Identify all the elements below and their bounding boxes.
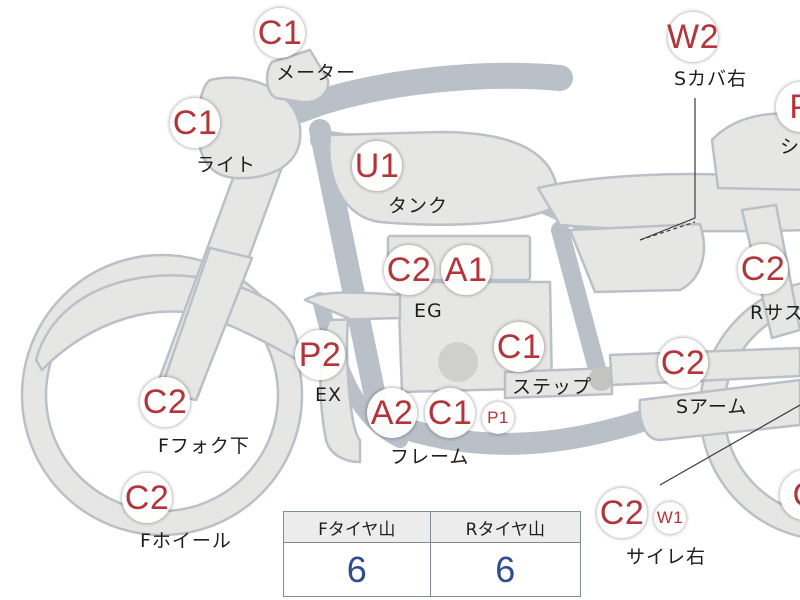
tread-header-row: Fタイヤ山 Rタイヤ山 — [283, 511, 582, 543]
part-label: Sカバ右 — [674, 68, 748, 90]
code-badge: A1 — [441, 245, 491, 295]
code-badge-small: W1 — [654, 502, 686, 534]
front-tread-header: Fタイヤ山 — [283, 511, 431, 543]
code-badge: C2 — [140, 377, 190, 427]
code-badge: U1 — [352, 141, 402, 191]
side-cover-shape — [568, 222, 706, 294]
part-label: ステップ — [512, 376, 593, 398]
tire-tread-table: Fタイヤ山 Rタイヤ山 6 6 — [283, 511, 582, 597]
part-label: シ — [780, 136, 800, 158]
part-label: Fフォク下 — [158, 435, 250, 457]
code-badge: C2 — [122, 473, 172, 523]
step-shape — [503, 366, 614, 400]
meter-shape — [265, 48, 330, 104]
silencer-leader-line — [659, 404, 800, 486]
code-badge: W2 — [667, 12, 719, 62]
part-label: サイレ右 — [626, 546, 707, 568]
code-badge: C — [780, 470, 800, 520]
part-label: Rサス — [750, 302, 800, 324]
code-badge: C2 — [384, 245, 434, 295]
part-label: タンク — [388, 195, 449, 217]
code-badge: C2 — [658, 338, 708, 388]
code-badge: C1 — [255, 8, 305, 58]
code-badge: C1 — [425, 388, 475, 438]
part-label: Fホイール — [140, 530, 232, 552]
code-badge: C2 — [738, 244, 788, 294]
part-label: Sアーム — [676, 396, 748, 418]
code-badge-small: P1 — [482, 402, 514, 434]
code-badge: P2 — [295, 330, 345, 380]
rear-tread-value: 6 — [429, 542, 582, 597]
part-label: ライト — [196, 154, 257, 176]
code-badge: A2 — [367, 388, 417, 438]
tread-value-row: 6 6 — [283, 542, 582, 597]
part-label: フレーム — [390, 446, 470, 468]
silencer-shape — [638, 378, 800, 442]
front-tread-value: 6 — [283, 542, 431, 597]
fork-lower-shape — [158, 246, 254, 402]
rear-tread-header: Rタイヤ山 — [429, 511, 582, 543]
part-label: EG — [414, 300, 443, 322]
code-badge: C1 — [494, 322, 544, 372]
code-badge: C2 — [597, 488, 647, 538]
code-badge: C1 — [170, 98, 220, 148]
side-cover-leader-line — [639, 98, 696, 241]
part-label: EX — [315, 384, 343, 406]
side-cover-leader-dash — [639, 221, 696, 241]
part-label: メーター — [276, 62, 357, 84]
